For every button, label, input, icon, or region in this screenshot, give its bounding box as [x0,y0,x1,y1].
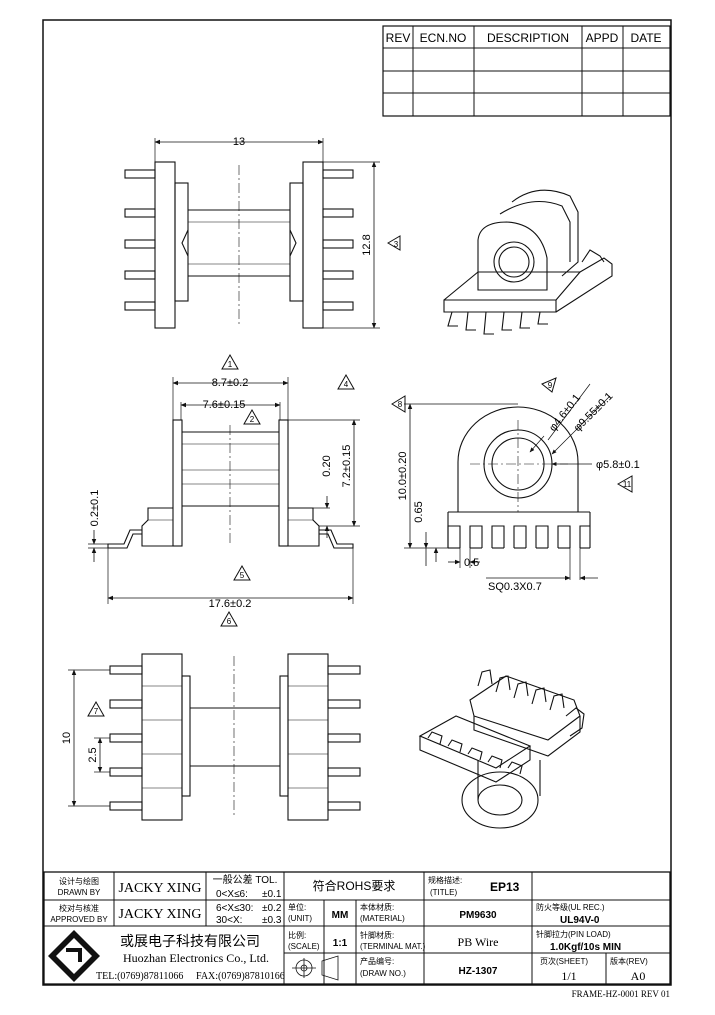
scale-en: (SCALE) [288,942,320,951]
dim-front-overall: 17.6±0.2 [209,598,252,610]
dim-front-inner: 7.6±0.15 [203,399,246,411]
tol-range-3: 30<X: [216,915,242,926]
note-11-marker: 11 [616,475,633,493]
company-tel: TEL:(0769)87811066 [96,971,183,982]
unit-value: MM [332,910,349,921]
approved-by-name: JACKY XING [118,907,201,922]
tol-range-1: 0<X≤6: [216,889,248,900]
scale-cn: 比例: [288,930,306,940]
sheet-label: 页次(SHEET) [540,956,588,966]
drawn-by-cn: 设计与绘图 [59,876,99,886]
note-11-label: 11 [623,480,632,489]
dim-side-pin: SQ0.3X0.7 [488,581,542,593]
company-name-cn: 或展电子科技有限公司 [120,933,260,949]
note-9-marker: 9 [541,377,557,393]
note-2-marker: 2 [243,408,261,425]
terminal-en: (TERMINAL MAT.) [360,942,426,951]
side-view [404,383,611,581]
note-5-marker: 5 [233,564,251,581]
drawn-by-en: DRAWN BY [58,888,101,897]
frame-footer: FRAME-HZ-0001 REV 01 [572,989,670,999]
rev-header: REV [386,31,411,45]
company-logo [48,930,100,982]
bottom-view [68,653,361,821]
note-9-label: 9 [548,381,553,390]
scale-value: 1:1 [333,938,348,949]
ecn-header: ECN.NO [420,31,467,45]
material-cn: 本体材质: [360,902,394,912]
front-view [88,377,360,604]
appd-header: APPD [586,31,619,45]
ul-rating-cn: 防火等级(UL REC.) [536,902,605,912]
draw-no-en: (DRAW NO.) [360,969,406,978]
ul-rating-value: UL94V-0 [560,915,600,926]
rev-label: 版本(REV) [610,956,648,966]
spec-value: EP13 [490,880,520,894]
dim-front-flange: 0.20 [321,455,333,476]
spec-cn: 规格描述: [428,875,462,885]
note-7-label: 7 [94,707,99,716]
note-8-label: 8 [398,400,403,409]
tol-value-3: ±0.3 [262,915,282,926]
sheet-value: 1/1 [561,969,576,983]
note-2-label: 2 [250,415,255,424]
projection-symbol [292,955,339,981]
terminal-value: PB Wire [458,935,499,949]
note-8-marker: 8 [391,395,406,413]
iso-view-bottom [418,669,585,829]
tolerance-title: 一般公差 TOL. [213,873,278,886]
pin-load-cn: 针脚拉力(PIN LOAD) [536,929,611,939]
dim-front-outer: 8.7±0.2 [212,377,249,389]
iso-view-top [443,189,613,335]
dim-side-d3: φ5.8±0.1 [596,459,640,471]
unit-cn: 单位: [288,902,306,912]
note-4-marker: 4 [337,373,355,390]
approved-by-cn: 校对与核准 [59,903,99,913]
note-1-marker: 1 [221,353,239,370]
note-6-marker: 6 [220,610,238,627]
approved-by-en: APPROVED BY [50,915,108,924]
note-6-label: 6 [227,617,232,626]
revision-table: REV ECN.NO DESCRIPTION APPD DATE [382,25,671,117]
dim-top-width: 13 [233,136,245,148]
draw-no-cn: 产品编号: [360,956,394,966]
description-header: DESCRIPTION [487,31,569,45]
material-en: (MATERIAL) [360,914,405,923]
tol-range-2: 6<X≤30: [216,903,253,914]
dim-side-pitch: 0.5 [464,557,479,569]
pin-load-value: 1.0Kgf/10s MIN [550,942,621,953]
company-name-en: Huozhan Electronics Co., Ltd. [123,951,269,965]
dim-bottom-pitch: 2.5 [87,747,99,762]
drawn-by-name: JACKY XING [118,881,201,896]
company-fax: FAX:(0769)87810166 [196,971,285,982]
material-value: PM9630 [459,910,497,921]
rohs-compliance: 符合ROHS要求 [313,878,396,893]
title-block [43,871,671,985]
note-7-marker: 7 [87,700,105,717]
dim-front-pin-thk: 0.2±0.1 [89,490,101,527]
tol-value-2: ±0.2 [262,903,282,914]
dim-top-height: 12.8 [361,234,373,255]
spec-en: (TITLE) [430,888,457,897]
dim-side-base: 0.65 [413,501,425,522]
note-5-label: 5 [240,571,245,580]
note-3-marker: 3 [387,235,401,251]
unit-en: (UNIT) [288,914,312,923]
dim-bottom-height: 10 [61,732,73,744]
outer-frame [42,19,672,986]
note-4-label: 4 [344,380,349,389]
dim-side-height: 10.0±0.20 [397,452,409,501]
date-header: DATE [630,31,661,45]
top-view [124,138,380,329]
draw-no-value: HZ-1307 [459,966,498,977]
tol-value-1: ±0.1 [262,889,282,900]
note-1-label: 1 [228,360,233,369]
terminal-cn: 针脚材质: [360,930,394,940]
note-3-label: 3 [394,240,399,249]
rev-value: A0 [631,969,646,983]
dim-front-height: 7.2±0.15 [341,445,353,488]
